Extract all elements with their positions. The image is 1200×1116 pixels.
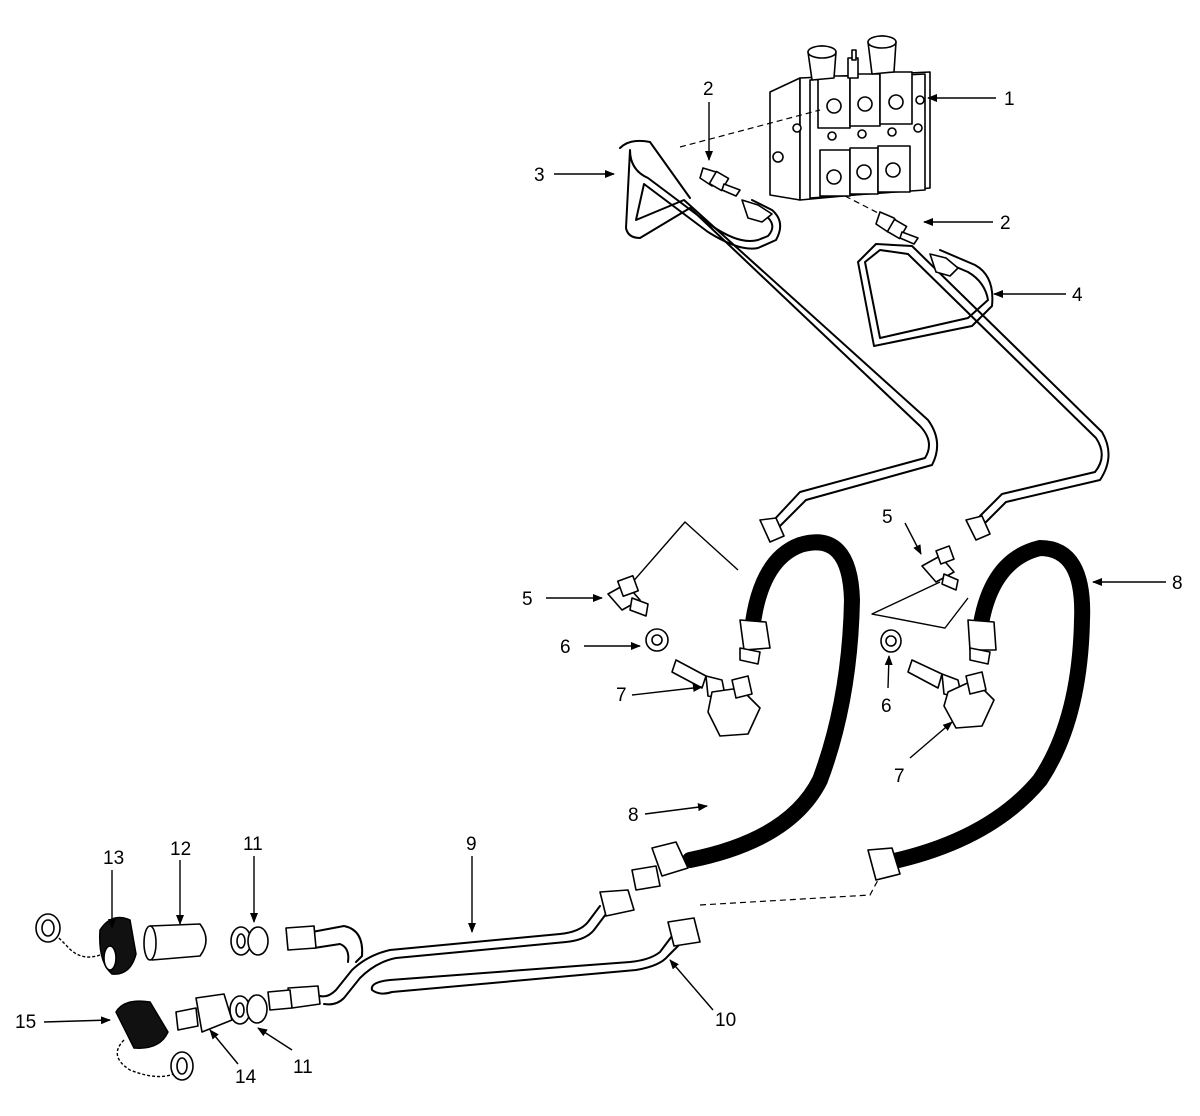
tube-assembly-left bbox=[619, 139, 939, 543]
hose-assembly-right bbox=[867, 539, 1091, 881]
hose-assembly-left bbox=[631, 534, 861, 891]
tube-assembly-10 bbox=[370, 917, 701, 995]
callout-12: 12 bbox=[170, 839, 191, 860]
tube-assembly-right bbox=[857, 243, 1110, 541]
callout-15: 15 bbox=[15, 1012, 36, 1033]
callout-14: 14 bbox=[235, 1067, 257, 1088]
coupler-lower-group bbox=[115, 989, 293, 1081]
adapter-fitting-upper bbox=[699, 167, 741, 197]
callout-1: 1 bbox=[1004, 89, 1015, 110]
control-valve-assembly bbox=[769, 35, 931, 201]
callout-5-left: 5 bbox=[522, 589, 533, 610]
callout-7-left: 7 bbox=[616, 685, 627, 706]
callout-3: 3 bbox=[534, 165, 545, 186]
callout-2-lower: 2 bbox=[1000, 213, 1011, 234]
coupler-upper-group bbox=[35, 913, 364, 975]
callout-8-right: 8 bbox=[1172, 573, 1183, 594]
swivel-adapter-left bbox=[671, 659, 761, 737]
seal-ring-left bbox=[645, 628, 669, 652]
tube-assembly-9 bbox=[287, 889, 635, 1009]
callout-11-lower: 11 bbox=[293, 1057, 313, 1078]
callout-2-upper: 2 bbox=[703, 79, 714, 100]
callout-5-right: 5 bbox=[882, 507, 893, 528]
callout-13: 13 bbox=[103, 848, 124, 869]
callout-6-left: 6 bbox=[560, 637, 571, 658]
callout-8-left: 8 bbox=[628, 805, 639, 826]
swivel-adapter-right bbox=[907, 659, 995, 729]
elbow-fitting-right bbox=[871, 545, 969, 629]
callout-9: 9 bbox=[466, 834, 477, 855]
elbow-fitting-left bbox=[607, 521, 739, 617]
callout-10: 10 bbox=[715, 1010, 736, 1031]
seal-ring-right bbox=[880, 629, 902, 653]
callout-6-right: 6 bbox=[881, 696, 892, 717]
callout-7-right: 7 bbox=[894, 766, 905, 787]
callout-4: 4 bbox=[1072, 285, 1083, 306]
adapter-fitting-lower bbox=[875, 211, 919, 245]
callout-11-upper: 11 bbox=[243, 834, 263, 855]
